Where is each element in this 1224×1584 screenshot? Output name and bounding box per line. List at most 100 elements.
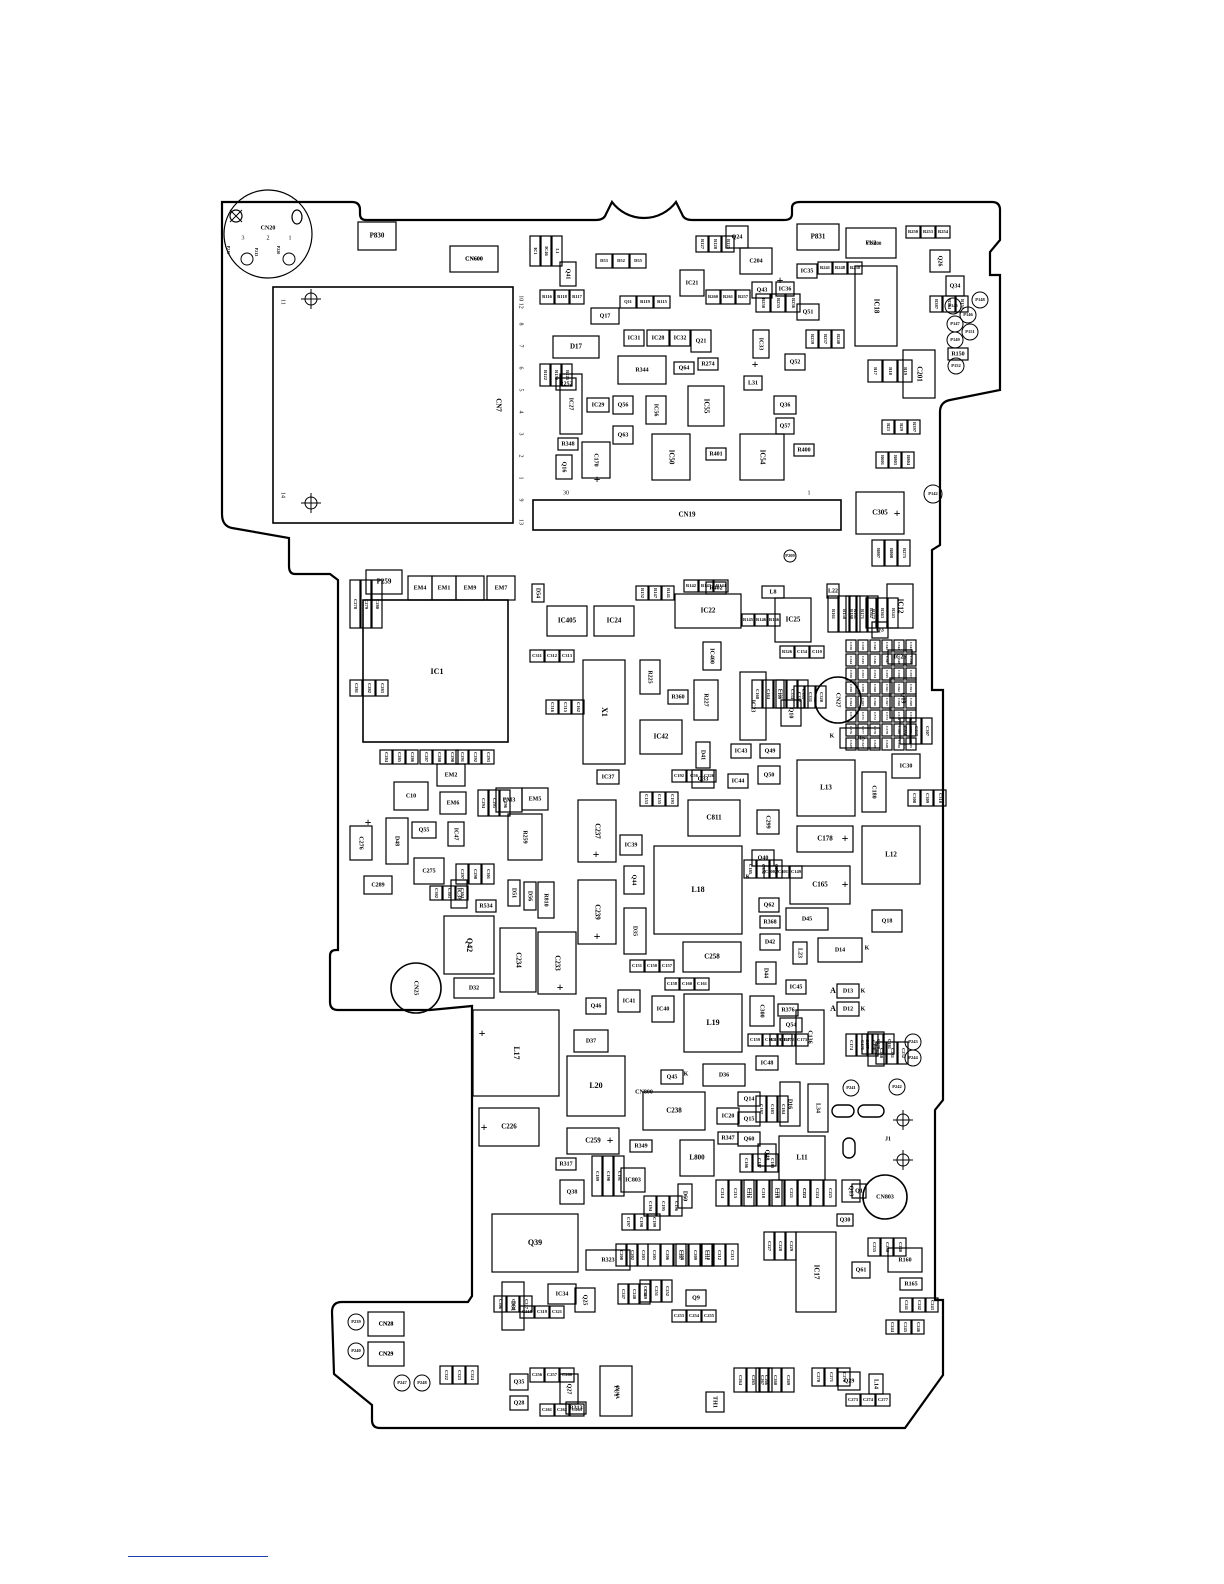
c224-label: C224 <box>815 1188 820 1199</box>
p247-label: P247 <box>397 1380 407 1385</box>
cn7-pin-9: 9 <box>518 499 524 502</box>
d56-label: D56 <box>527 891 533 901</box>
r402-outline <box>705 581 727 595</box>
c192-label: C192 <box>674 773 685 778</box>
d55-label: D55 <box>634 258 642 263</box>
q15-outline <box>737 1111 761 1127</box>
c237-label: C237 <box>593 823 601 839</box>
r188-outline <box>845 595 857 633</box>
r235-outline <box>770 293 786 313</box>
c180-label: C180 <box>871 785 877 798</box>
c223-label: C223 <box>802 1188 807 1199</box>
q19-label: Q19 <box>900 693 906 704</box>
q40-outline <box>751 849 775 867</box>
q54-label: Q54 <box>786 1022 797 1028</box>
r323-label: R323 <box>601 1257 614 1263</box>
c153-outline <box>639 791 653 807</box>
c279-outline <box>360 579 372 629</box>
d42-label: D42 <box>765 939 775 945</box>
c811-outline <box>687 799 741 837</box>
r172-label: R172 <box>871 609 876 620</box>
c303-outline <box>442 885 456 901</box>
ic43-outline <box>730 743 752 759</box>
c342-label: C342 <box>897 642 901 650</box>
cn29-label: CN29 <box>379 1351 394 1357</box>
c284-outline <box>379 749 393 765</box>
l31-outline <box>743 375 763 391</box>
c229-label: C229 <box>789 1241 794 1252</box>
c263-label: C263 <box>572 1407 583 1412</box>
q46-outline <box>585 997 607 1015</box>
c215-label: C215 <box>733 1188 738 1199</box>
cn28-outline <box>367 1311 405 1337</box>
c203-label: C203 <box>641 1250 646 1261</box>
c327-label: C327 <box>861 740 865 748</box>
c312-outline <box>544 649 560 663</box>
c240-outline <box>893 1237 907 1257</box>
p830-outline <box>357 221 397 251</box>
c153-label: C153 <box>644 794 649 805</box>
d32-outline <box>453 977 495 999</box>
c164-label: C164 <box>766 689 771 700</box>
c226-label: C226 <box>501 1123 517 1131</box>
c278-label: C278 <box>353 599 358 610</box>
c193-outline <box>665 791 679 807</box>
em9-outline <box>455 575 485 601</box>
c275-label: C275 <box>422 868 435 874</box>
c287-label: C287 <box>424 752 429 763</box>
cathode-marker-5: K <box>684 1071 689 1077</box>
c195-outline <box>656 1195 670 1217</box>
d31-label: D31 <box>510 1301 516 1311</box>
c246-label: C246 <box>916 1322 921 1333</box>
c251-label: C251 <box>654 1286 659 1297</box>
l12-outline <box>861 825 921 885</box>
c299-label: C299 <box>765 815 771 828</box>
c258-label: C258 <box>704 953 720 961</box>
r248-label: R248 <box>835 265 846 270</box>
c282-label: C282 <box>367 683 372 694</box>
c360-label: C360 <box>873 684 877 692</box>
cn803-round <box>862 1174 908 1220</box>
d55-outline <box>629 253 647 269</box>
c400-label: C400 <box>765 869 776 874</box>
d52-label: D52 <box>617 258 625 263</box>
r122-outline <box>539 363 551 387</box>
r317-label: R317 <box>559 1161 572 1167</box>
c150-label: C150 <box>647 963 658 968</box>
p242-label: P242 <box>892 1084 902 1089</box>
q3-label: Q3 <box>876 627 884 633</box>
ic32-outline <box>669 329 691 347</box>
x1-outline <box>582 659 626 765</box>
ic400-outline <box>702 641 722 671</box>
c267-label: C267 <box>760 1375 765 1386</box>
ic405-outline <box>546 605 588 637</box>
plus-marker-8: + <box>479 1026 486 1040</box>
c201-outline <box>902 349 936 399</box>
c217-label: C217 <box>748 1188 753 1199</box>
c267-outline <box>755 1367 769 1393</box>
ic35-label: IC35 <box>801 268 814 274</box>
c185-outline <box>743 859 757 879</box>
c247-outline <box>617 1283 629 1305</box>
c329-label: C329 <box>885 740 889 748</box>
l18-outline <box>653 845 743 935</box>
q57-outline <box>775 417 795 435</box>
r534-outline <box>475 899 497 913</box>
l20-outline <box>566 1055 626 1117</box>
c247-label: C247 <box>621 1289 626 1300</box>
c171-label: C171 <box>774 864 779 875</box>
c331-label: C331 <box>808 692 813 703</box>
r239-label: R239 <box>810 334 815 345</box>
c320-label: C320 <box>819 692 824 703</box>
r147-outline <box>648 585 662 601</box>
r274-outline <box>697 357 719 371</box>
r343-label: R343 <box>891 608 896 619</box>
c359-outline <box>857 681 869 695</box>
r258-outline <box>755 293 771 313</box>
c176-label: C176 <box>871 1040 876 1051</box>
d54-outline <box>531 583 545 603</box>
c264-outline <box>733 1367 747 1393</box>
c159-outline <box>747 1033 763 1047</box>
d42-outline <box>759 933 781 951</box>
ic27-outline <box>559 373 583 435</box>
